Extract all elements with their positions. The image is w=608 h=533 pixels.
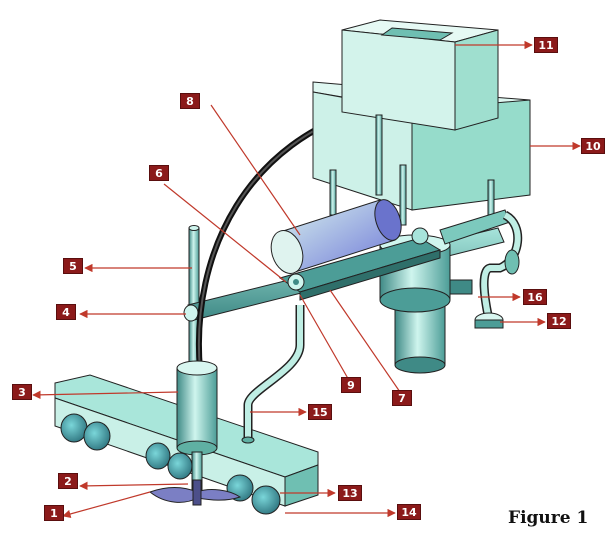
callout-8: 8 (180, 93, 200, 109)
callout-6: 6 (149, 165, 169, 181)
holder-cylinder (176, 360, 218, 493)
callout-3: 3 (12, 384, 32, 400)
leader-1 (62, 491, 151, 519)
callout-5: 5 (63, 258, 83, 274)
callout-16: 16 (523, 289, 547, 305)
leader-9 (299, 294, 351, 383)
leader-6 (163, 183, 287, 283)
callout-9: 9 (341, 377, 361, 393)
callout-10: 10 (581, 138, 605, 154)
leader-7 (329, 289, 401, 393)
motor (270, 199, 402, 274)
stirrer-blade (148, 479, 242, 506)
manifold-ports (60, 413, 281, 515)
leader-3 (32, 390, 179, 400)
leader-8 (210, 104, 301, 236)
figure-caption: Figure 1 (508, 508, 589, 528)
pump-linkage (278, 209, 511, 301)
callout-13: 13 (338, 485, 362, 501)
leader-lines (32, 40, 581, 519)
display-box (341, 19, 499, 131)
callout-2: 2 (58, 473, 78, 489)
callout-1: 1 (44, 505, 64, 521)
callout-12: 12 (547, 313, 571, 329)
callout-7: 7 (392, 390, 412, 406)
sample-tube (241, 305, 305, 444)
support-rods (329, 114, 495, 226)
callout-15: 15 (308, 404, 332, 420)
callout-4: 4 (56, 304, 76, 320)
callout-11: 11 (534, 37, 558, 53)
callout-14: 14 (397, 504, 421, 520)
leader-2 (79, 481, 189, 491)
